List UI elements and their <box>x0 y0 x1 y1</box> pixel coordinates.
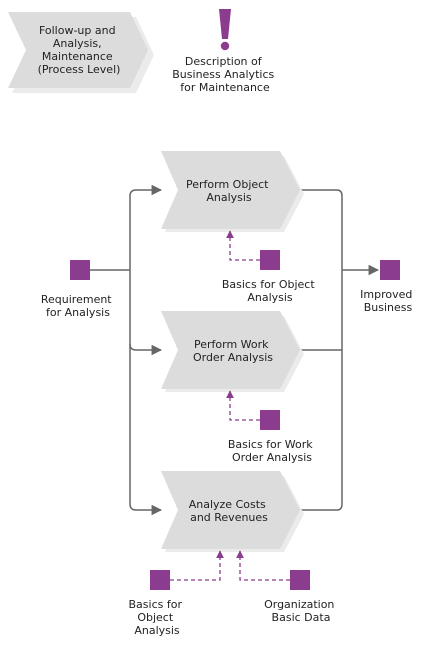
info-flow-basics-object-1 <box>226 230 260 261</box>
process-perform-object-analysis[interactable]: Perform Object Analysis <box>161 151 304 232</box>
object-organization-basic-data[interactable]: Organization Basic Data <box>264 570 338 624</box>
object-label: Basics for Object Analysis <box>129 598 186 637</box>
process-label: Analyze Costs and Revenues <box>189 498 270 524</box>
object-basics-for-object-analysis[interactable]: Basics for Object Analysis <box>222 250 318 304</box>
context-chevron[interactable]: Follow-up and Analysis, Maintenance (Pro… <box>8 12 154 93</box>
info-flow-basics-work-order <box>226 390 260 421</box>
description-label: Description of Business Analytics for Ma… <box>172 55 277 94</box>
object-basics-for-work-order-analysis[interactable]: Basics for Work Order Analysis <box>228 410 316 464</box>
object-improved-business[interactable]: Improved Business <box>360 260 416 314</box>
flow-arrow-to-process-3 <box>129 503 163 516</box>
information-flows <box>170 230 290 581</box>
exclamation-icon <box>219 9 231 51</box>
object-label: Basics for Object Analysis <box>222 278 318 304</box>
object-label: Improved Business <box>360 288 416 314</box>
process-perform-work-order-analysis[interactable]: Perform Work Order Analysis <box>161 311 304 392</box>
info-flow-basics-object-2 <box>170 550 224 581</box>
flow-arrow-to-process-2 <box>129 343 163 356</box>
flow-arrow-to-process-1 <box>129 184 163 197</box>
process-label: Perform Object Analysis <box>186 178 272 204</box>
object-label: Organization Basic Data <box>264 598 338 624</box>
object-label: Requirement for Analysis <box>41 293 115 319</box>
object-requirement-for-analysis[interactable]: Requirement for Analysis <box>41 260 115 319</box>
process-label: Perform Work Order Analysis <box>193 338 273 364</box>
info-flow-org-basic-data <box>236 550 290 581</box>
process-analyze-costs-and-revenues[interactable]: Analyze Costs and Revenues <box>161 471 304 552</box>
context-chevron-label: Follow-up and Analysis, Maintenance (Pro… <box>38 24 121 76</box>
object-basics-for-object-analysis-2[interactable]: Basics for Object Analysis <box>129 570 186 637</box>
flow-lines <box>90 184 380 516</box>
object-label: Basics for Work Order Analysis <box>228 438 316 464</box>
